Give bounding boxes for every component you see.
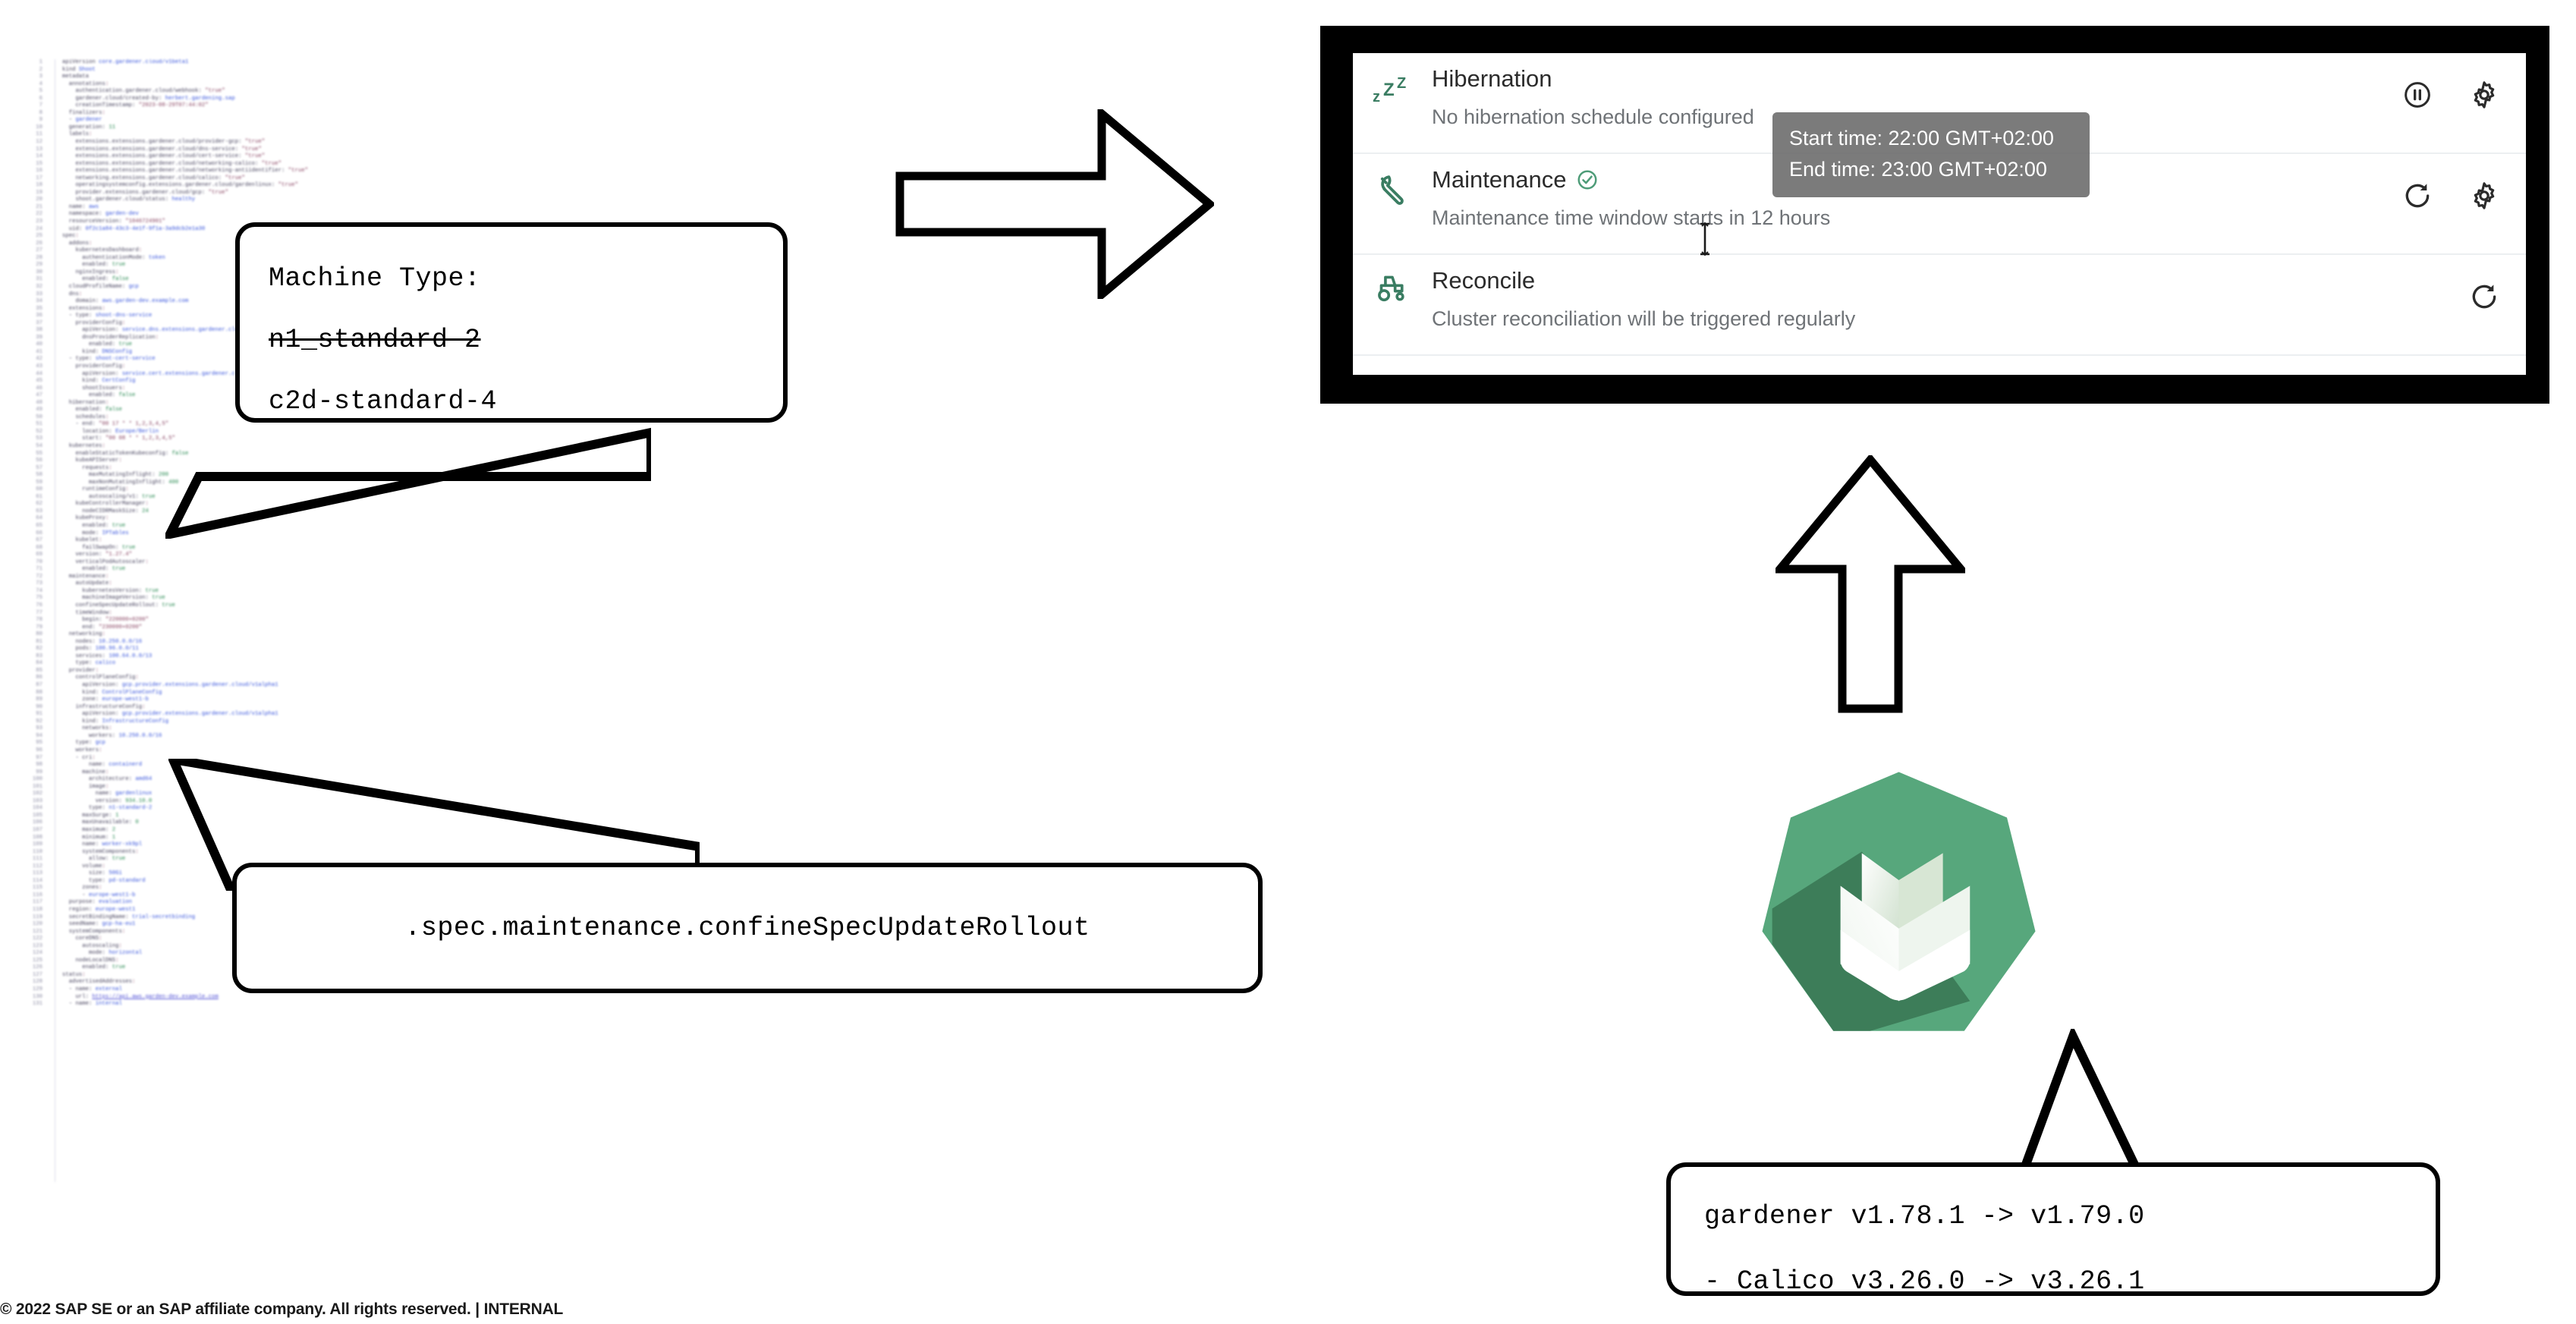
maintenance-title: Maintenance bbox=[1432, 166, 1567, 193]
reconcile-actions bbox=[2401, 255, 2526, 313]
tooltip-end-time: End time: 23:00 GMT+02:00 bbox=[1789, 158, 2047, 181]
machine-type-new-value: c2d-standard-4 bbox=[269, 386, 498, 417]
machine-type-old-value: n1_standard-2 bbox=[269, 325, 481, 355]
versions-line-gardener: gardener v1.78.1 -> v1.79.0 bbox=[1704, 1201, 2145, 1231]
dashboard-screenshot-frame: z Z Z Hibernation No hibernation schedul… bbox=[1320, 26, 2549, 404]
maintenance-row[interactable]: Maintenance Maintenance time window star… bbox=[1353, 154, 2526, 255]
versions-bubble-tail bbox=[2014, 1029, 2149, 1191]
svg-text:z: z bbox=[1373, 89, 1380, 105]
gardener-logo bbox=[1762, 772, 2036, 1031]
svg-text:Z: Z bbox=[1383, 80, 1395, 100]
reconcile-title-wrap: Reconcile bbox=[1432, 266, 2401, 296]
sleep-zzz-icon: z Z Z bbox=[1353, 53, 1432, 105]
hibernation-body: Hibernation No hibernation schedule conf… bbox=[1432, 53, 2401, 131]
text-cursor-ibeam bbox=[1700, 222, 1709, 256]
maintenance-time-window-tooltip: Start time: 22:00 GMT+02:00 End time: 23… bbox=[1772, 112, 2090, 197]
refresh-icon[interactable] bbox=[2468, 281, 2500, 313]
machine-type-title: Machine Type: bbox=[269, 263, 481, 294]
tooltip-start-time: Start time: 22:00 GMT+02:00 bbox=[1789, 127, 2054, 149]
versions-line-calico: - Calico v3.26.0 -> v3.26.1 bbox=[1704, 1266, 2145, 1297]
maintenance-title-wrap: Maintenance bbox=[1432, 165, 2401, 195]
maintenance-body: Maintenance Maintenance time window star… bbox=[1432, 154, 2401, 231]
hibernation-title-wrap: Hibernation bbox=[1432, 64, 2401, 94]
refresh-icon[interactable] bbox=[2401, 180, 2433, 212]
confine-spec-callout: .spec.maintenance.confineSpecUpdateRollo… bbox=[232, 863, 1263, 993]
wrench-icon bbox=[1353, 154, 1432, 207]
hibernation-description: No hibernation schedule configured bbox=[1432, 105, 1754, 128]
logo-cup-base bbox=[1840, 929, 1971, 1001]
hibernation-title: Hibernation bbox=[1432, 65, 1552, 92]
maintenance-actions bbox=[2401, 154, 2526, 212]
versions-callout: gardener v1.78.1 -> v1.79.0 - Calico v3.… bbox=[1666, 1162, 2440, 1297]
svg-text:Z: Z bbox=[1397, 75, 1406, 92]
tractor-icon bbox=[1353, 255, 1432, 303]
reconcile-title: Reconcile bbox=[1432, 267, 1536, 294]
maintenance-description: Maintenance time window starts in 12 hou… bbox=[1432, 206, 1831, 229]
machine-type-callout: Machine Type: n1_standard-2 c2d-standard… bbox=[235, 222, 788, 423]
slide-footer: © 2022 SAP SE or an SAP affiliate compan… bbox=[0, 1300, 564, 1318]
hibernation-actions bbox=[2401, 53, 2526, 111]
right-arrow-icon bbox=[895, 109, 1214, 299]
gear-icon[interactable] bbox=[2468, 79, 2500, 111]
pause-circle-icon[interactable] bbox=[2401, 79, 2433, 111]
reconcile-action-spacer bbox=[2401, 281, 2433, 313]
cluster-details-card: z Z Z Hibernation No hibernation schedul… bbox=[1353, 53, 2526, 375]
up-arrow-icon bbox=[1776, 455, 1965, 713]
machine-type-bubble-tail bbox=[165, 427, 651, 539]
confine-spec-text: .spec.maintenance.confineSpecUpdateRollo… bbox=[404, 913, 1090, 943]
check-circle-icon bbox=[1576, 168, 1599, 191]
reconcile-body: Reconcile Cluster reconciliation will be… bbox=[1432, 255, 2401, 332]
reconcile-description: Cluster reconciliation will be triggered… bbox=[1432, 307, 1856, 330]
reconcile-row[interactable]: Reconcile Cluster reconciliation will be… bbox=[1353, 255, 2526, 356]
gear-icon[interactable] bbox=[2468, 180, 2500, 212]
